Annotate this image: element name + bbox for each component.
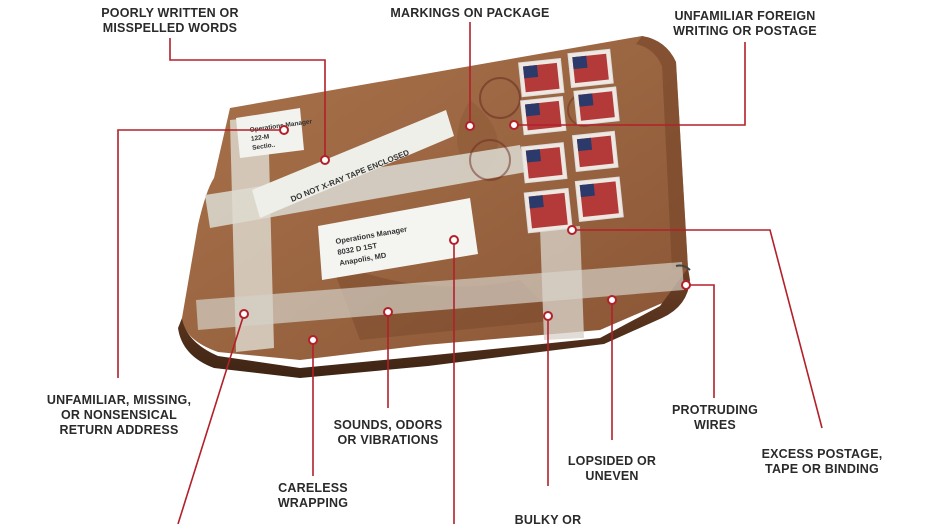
callout-dots	[239, 120, 691, 345]
label-markings: MARKINGS ON PACKAGE	[390, 6, 550, 20]
label-bulky: BULKY OR	[514, 513, 582, 527]
callout-return-address	[117, 129, 284, 378]
dot-lower-left	[239, 309, 249, 319]
label-foreign-writing: UNFAMILIAR FOREIGN WRITING OR POSTAGE	[673, 9, 817, 38]
dot-poorly-written	[320, 155, 330, 165]
label-return-address: UNFAMILIAR, MISSING, OR NONSENSICAL RETU…	[46, 393, 192, 437]
callout-protruding	[686, 284, 715, 398]
callout-lower-left	[177, 313, 245, 525]
dot-bulky	[543, 311, 553, 321]
dot-return-address	[279, 125, 289, 135]
dot-foreign-writing	[509, 120, 519, 130]
label-poorly-written: POORLY WRITTEN OR MISSPELLED WORDS	[101, 6, 239, 35]
label-sounds: SOUNDS, ODORS OR VIBRATIONS	[333, 418, 443, 447]
dot-sounds	[383, 307, 393, 317]
callout-lines	[117, 22, 823, 525]
dot-protruding	[681, 280, 691, 290]
dot-lopsided	[607, 295, 617, 305]
label-excess-postage: EXCESS POSTAGE, TAPE OR BINDING	[761, 447, 883, 476]
dot-markings	[465, 121, 475, 131]
label-careless: CARELESS WRAPPING	[277, 481, 349, 510]
label-protruding: PROTRUDING WIRES	[671, 403, 759, 432]
dot-excess-postage	[567, 225, 577, 235]
dot-careless	[308, 335, 318, 345]
callout-excess-postage	[572, 229, 823, 429]
stamps	[518, 48, 624, 234]
label-lopsided: LOPSIDED OR UNEVEN	[567, 454, 657, 483]
package: DO NOT X-RAY TAPE ENCLOSED Operations Ma…	[178, 36, 691, 378]
dot-center	[449, 235, 459, 245]
callout-poorly-written	[169, 38, 326, 160]
callout-foreign-writing	[514, 42, 746, 126]
